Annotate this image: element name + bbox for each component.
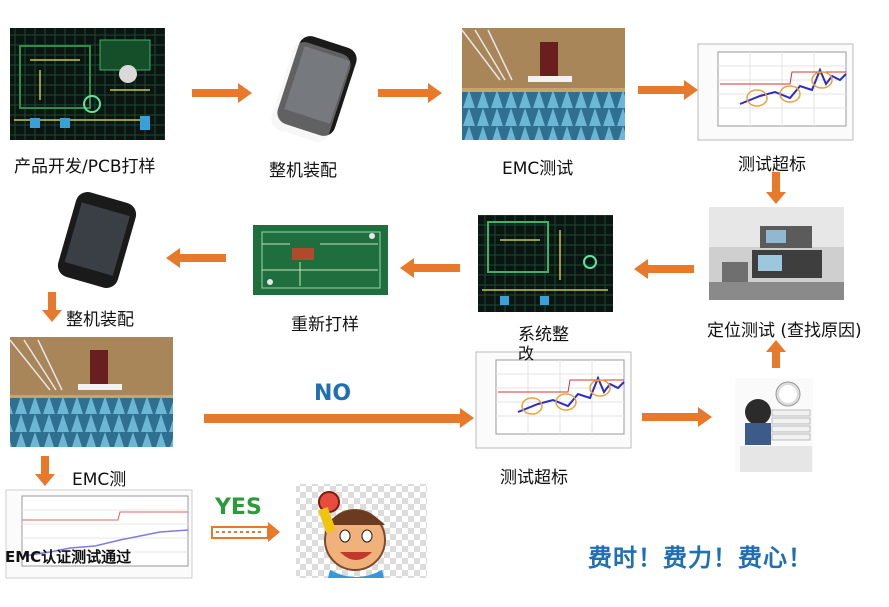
label-emc-pass: EMC认证测试通过: [5, 548, 132, 566]
arrow-left: [634, 259, 694, 279]
arrow-left: [400, 258, 460, 278]
celebration-cartoon-image: [296, 484, 427, 578]
label-locate: 定位测试 (查找原因): [707, 321, 862, 341]
phone-image: [271, 36, 357, 142]
arrow-left: [166, 248, 226, 268]
label-emc-test: EMC测: [72, 470, 127, 490]
arrow-right-yes: [211, 522, 280, 542]
pcb-layout-image: [10, 28, 165, 140]
phone-image: [57, 192, 137, 288]
emc-chamber-image: [461, 28, 625, 140]
arrow-down: [766, 172, 786, 204]
label-emc-test: EMC测试: [502, 159, 574, 179]
label-system-fix: 系统整: [518, 325, 569, 345]
lab-equipment-image: [709, 207, 844, 300]
arrow-right: [638, 80, 698, 100]
spectrum-chart-image: [697, 43, 854, 141]
emc-chamber-image: [9, 337, 173, 447]
label-assembly: 整机装配: [269, 161, 337, 181]
label-over-limit: 测试超标: [500, 468, 568, 488]
slogan: 费时！费力！费心！: [588, 544, 813, 572]
arrow-right: [192, 83, 252, 103]
stressed-person-image: [735, 378, 813, 472]
arrow-right-no: [204, 408, 474, 428]
spectrum-chart-image: [475, 351, 632, 449]
arrow-right: [378, 83, 442, 103]
label-reproto: 重新打样: [291, 315, 359, 335]
label-assembly: 整机装配: [66, 310, 134, 330]
arrow-right: [642, 407, 712, 427]
arrow-up: [766, 340, 786, 368]
arrow-down: [42, 292, 62, 322]
emc-pass-chart-image: [5, 489, 193, 579]
decision-yes: YES: [215, 495, 262, 520]
pcb-layout-image: [478, 215, 613, 312]
decision-no: NO: [314, 381, 352, 406]
label-pcb-development: 产品开发/PCB打样: [14, 157, 156, 177]
arrow-down: [35, 456, 55, 486]
pcb-board-image: [253, 225, 388, 295]
label-over-limit: 测试超标: [738, 155, 806, 175]
label-system-fix-cont: 改: [518, 344, 535, 363]
flow-arrows: [35, 80, 786, 486]
